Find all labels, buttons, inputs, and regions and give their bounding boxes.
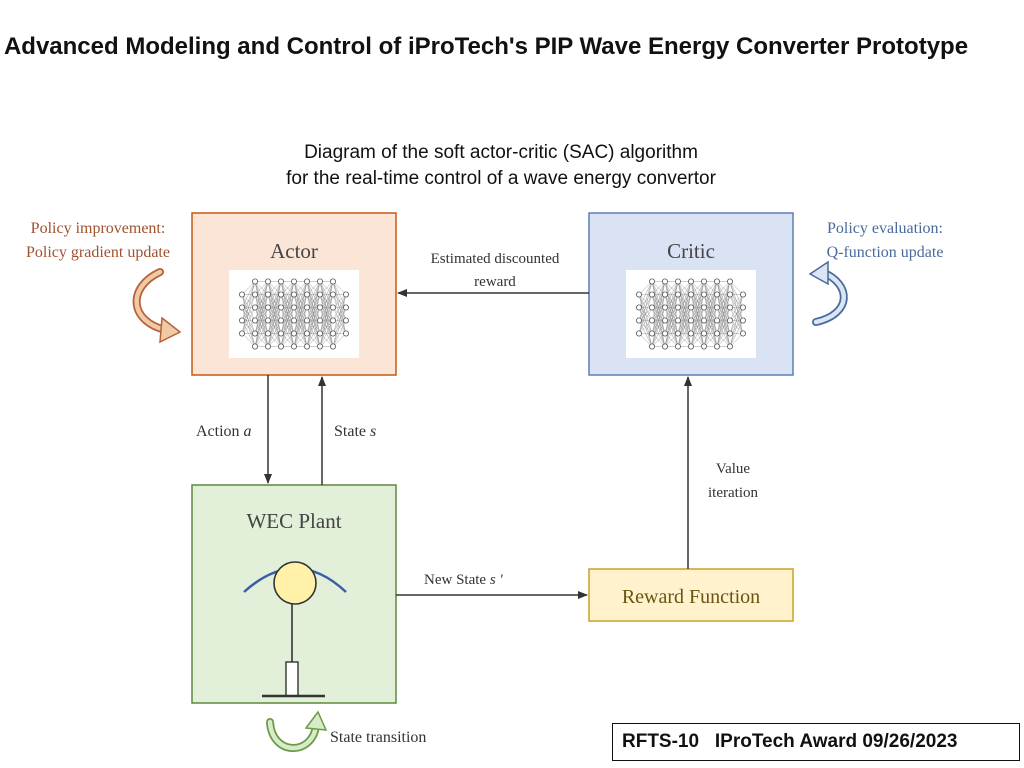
- critic-block: Critic: [588, 212, 794, 376]
- new-state-label: New State s ': [424, 572, 503, 588]
- caption-line-1: Diagram of the soft actor-critic (SAC) a…: [304, 142, 698, 163]
- reward-function-block: Reward Function: [588, 568, 794, 622]
- estimated-reward-label-1: Estimated discounted: [431, 251, 560, 267]
- caption-line-2: for the real-time control of a wave ener…: [286, 168, 716, 189]
- wec-plant-label: WEC Plant: [246, 509, 341, 533]
- actor-neural-network-icon: [229, 270, 359, 358]
- estimated-reward-label-2: reward: [474, 274, 516, 290]
- footer-badge: RFTS-10 IProTech Award 09/26/2023: [612, 723, 1020, 761]
- state-transition-curved-arrow-icon: [266, 710, 328, 752]
- policy-evaluation-label-2: Q-function update: [827, 244, 944, 261]
- policy-improvement-label-2: Policy gradient update: [26, 244, 170, 261]
- state-transition-label: State transition: [330, 729, 426, 746]
- diagram-caption: Diagram of the soft actor-critic (SAC) a…: [0, 140, 1002, 192]
- action-label: Action a: [196, 423, 252, 440]
- policy-evaluation-label-1: Policy evaluation:: [827, 220, 943, 237]
- actor-block: Actor: [191, 212, 397, 376]
- critic-label: Critic: [667, 239, 715, 263]
- reward-function-label: Reward Function: [622, 586, 760, 608]
- value-iteration-label-1: Value: [716, 461, 750, 477]
- wec-plant-block: WEC Plant: [191, 484, 397, 704]
- policy-evaluation-curved-arrow-icon: [808, 260, 848, 326]
- page-title: Advanced Modeling and Control of iProTec…: [3, 33, 969, 60]
- value-iteration-label-2: iteration: [708, 485, 758, 501]
- actor-label: Actor: [270, 239, 318, 263]
- policy-improvement-label-1: Policy improvement:: [31, 220, 166, 237]
- policy-improvement-curved-arrow-icon: [132, 268, 182, 344]
- buoy-icon: [243, 561, 347, 698]
- state-label: State s: [334, 423, 376, 440]
- critic-neural-network-icon: [626, 270, 756, 358]
